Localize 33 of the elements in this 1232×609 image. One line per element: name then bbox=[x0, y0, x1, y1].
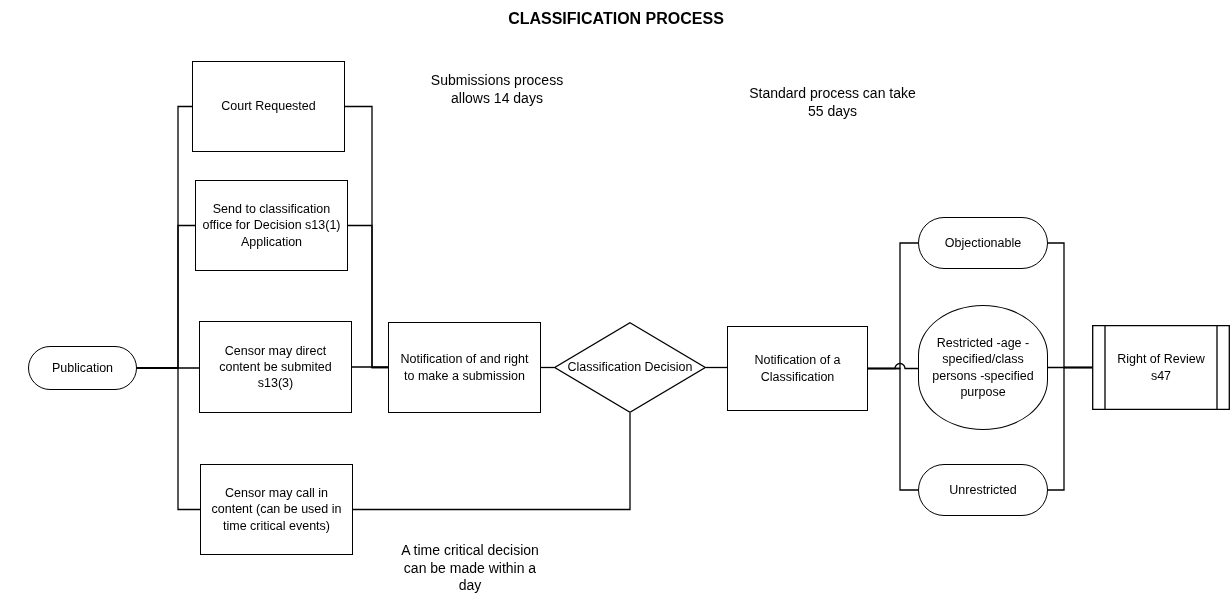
node-text: Notification of and right to make a submission bbox=[399, 351, 530, 384]
process-box bbox=[199, 321, 352, 413]
node-text: Censor may direct content be submited s13(3) bbox=[218, 342, 333, 392]
terminator-shape bbox=[28, 346, 137, 390]
process-box bbox=[195, 180, 348, 271]
connector-line bbox=[867, 367, 919, 491]
node-text: Court Requested bbox=[221, 98, 316, 115]
node-text: Classification Decision bbox=[567, 359, 693, 376]
decision-diamond bbox=[554, 322, 706, 413]
connector-line bbox=[1047, 366, 1093, 491]
node-text: Objectionable bbox=[944, 234, 1022, 252]
predefined-process-box bbox=[1092, 325, 1230, 410]
terminator-shape bbox=[918, 464, 1048, 516]
node-text: Send to classification office for Decision s13(1) Application bbox=[202, 201, 341, 250]
note-text: Submissions process allows 14 days bbox=[429, 72, 565, 107]
note-text: A time critical decision can be made within a day bbox=[400, 542, 540, 595]
connector-line bbox=[705, 366, 728, 369]
process-box bbox=[192, 61, 345, 152]
process-box bbox=[388, 322, 541, 413]
node-text: Censor may call in content (can be used in time critical events) bbox=[210, 485, 343, 534]
connector-line bbox=[352, 412, 631, 511]
node-text: Right of Review s47 bbox=[1116, 351, 1206, 384]
terminator-shape bbox=[918, 217, 1048, 269]
diagram-title: CLASSIFICATION PROCESS bbox=[507, 10, 725, 28]
node-text: Notification of a Classification bbox=[753, 352, 842, 385]
connector-line bbox=[351, 366, 389, 368]
node-text: Unrestricted bbox=[949, 481, 1017, 499]
node-text: Restricted -age -specified/class persons -specified purpose bbox=[931, 335, 1035, 400]
node-text: Publication bbox=[51, 359, 114, 377]
note-text: Standard process can take 55 days bbox=[748, 85, 917, 120]
process-box bbox=[727, 326, 868, 411]
connector-line bbox=[136, 367, 201, 511]
process-box bbox=[200, 464, 353, 555]
